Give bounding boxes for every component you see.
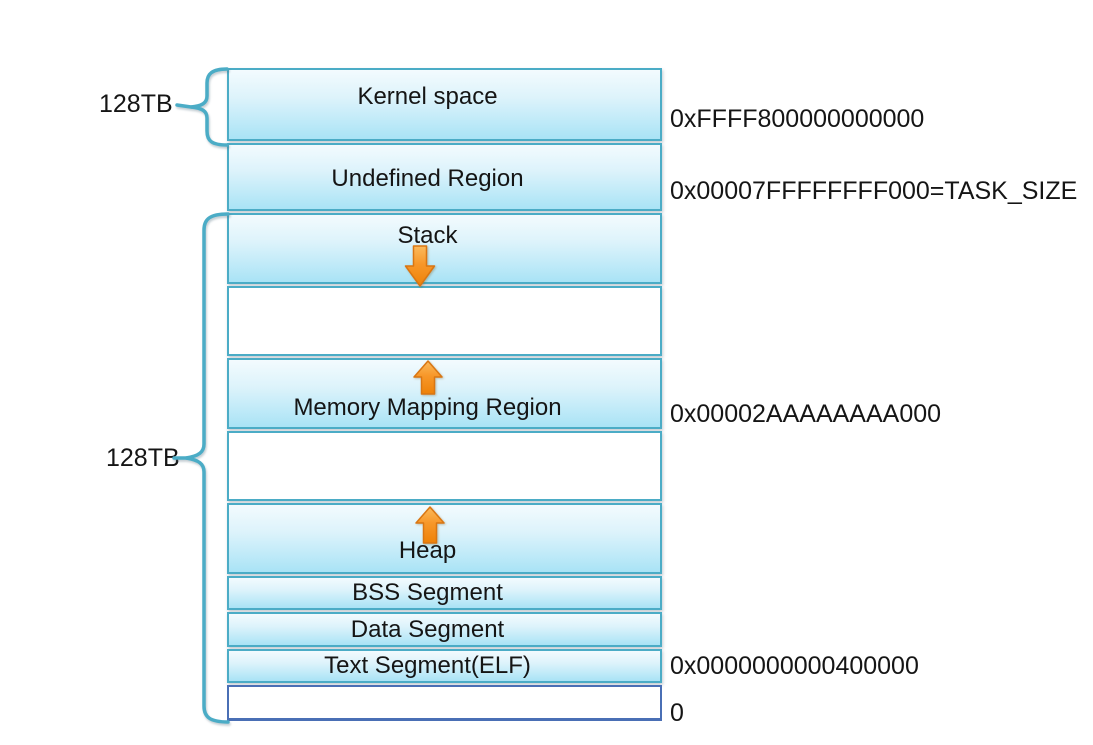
region-text-segment: Text Segment(ELF) [227,649,662,683]
user-space-brace [172,212,230,724]
region-label-stack: Stack [397,222,458,249]
region-label-data: Data Segment [350,616,505,643]
address-text-base: 0x0000000000400000 [670,652,919,680]
region-label-text: Text Segment(ELF) [324,652,531,679]
region-null-page [227,685,662,721]
region-label-kernel-space: Kernel space [357,83,498,110]
address-task-size: 0x00007FFFFFFFF000=TASK_SIZE [670,177,1078,205]
region-label-heap: Heap [398,537,457,564]
region-label-bss: BSS Segment [352,579,503,606]
kernel-space-brace [175,67,229,147]
address-kernel-base: 0xFFFF800000000000 [670,105,925,133]
region-unused-gap-lower [227,431,662,501]
region-stack: Stack [227,213,662,284]
region-memory-mapping: Memory Mapping Region [227,358,662,429]
kernel-size-label: 128TB [99,90,173,118]
region-undefined: Undefined Region [227,143,662,211]
address-zero: 0 [670,699,684,727]
region-bss-segment: BSS Segment [227,576,662,610]
address-mmap-base: 0x00002AAAAAAAA000 [670,400,942,428]
region-unused-gap-upper [227,286,662,356]
region-label-memory-mapping: Memory Mapping Region [293,394,562,421]
region-data-segment: Data Segment [227,612,662,647]
user-size-label: 128TB [106,444,180,472]
region-label-undefined: Undefined Region [331,165,524,192]
region-kernel-space: Kernel space [227,68,662,141]
region-heap: Heap [227,503,662,574]
